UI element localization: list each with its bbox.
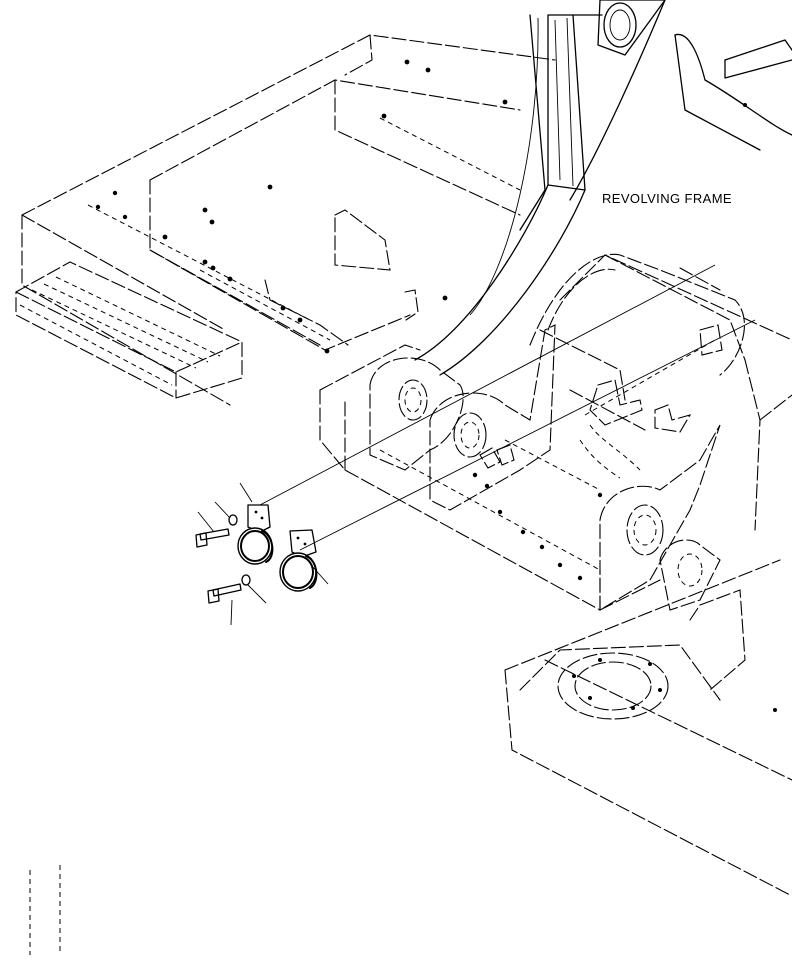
upper-deck	[21, 34, 556, 406]
counterweight-outline	[674, 33, 792, 151]
lamp-lower	[279, 529, 318, 592]
boom	[414, 0, 666, 376]
bolt-upper	[195, 528, 230, 548]
lamp-upper	[237, 504, 274, 565]
revolving-frame-label: REVOLVING FRAME	[602, 191, 733, 206]
boom-foot-bracket	[369, 253, 745, 611]
washer-lower	[241, 574, 251, 586]
washer-upper	[228, 514, 238, 526]
lamp-leader-lines	[259, 264, 756, 551]
callout-lines	[197, 482, 329, 626]
lower-turntable	[504, 559, 792, 896]
bolt-lower	[207, 583, 242, 604]
step-grating	[15, 261, 243, 399]
frame-body	[319, 254, 792, 611]
margin-marks	[29, 865, 61, 955]
